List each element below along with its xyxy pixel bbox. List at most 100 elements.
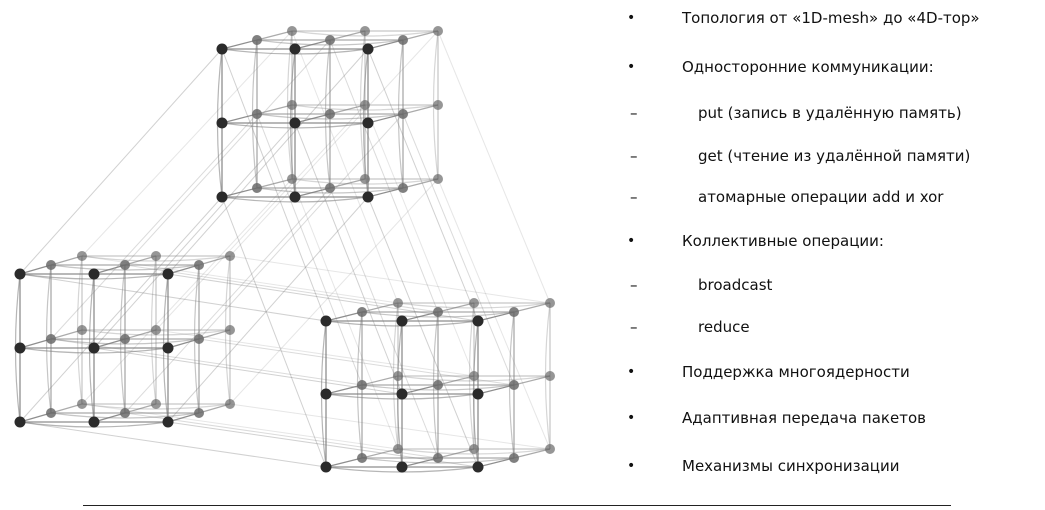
network-node (469, 298, 479, 308)
mesh-link (477, 457, 515, 468)
network-node (46, 334, 56, 344)
network-node (396, 461, 408, 473)
mesh-link (329, 104, 366, 115)
network-node (287, 100, 297, 110)
dash-marker: – (630, 188, 638, 206)
network-node (360, 100, 370, 110)
dash-marker: – (630, 147, 638, 165)
inter-block-link (93, 122, 296, 349)
inter-block-link (229, 30, 439, 257)
mesh-link (401, 457, 439, 468)
dash-marker: – (630, 318, 638, 336)
network-node (545, 371, 555, 381)
network-node (398, 183, 408, 193)
bullet-marker: • (627, 10, 636, 26)
mesh-link (361, 375, 399, 386)
network-node (225, 399, 235, 409)
mesh-link (401, 384, 439, 395)
inter-block-link (19, 421, 327, 468)
network-node (162, 416, 174, 428)
mesh-link (294, 187, 331, 198)
mesh-link (256, 30, 293, 41)
torus-topology-diagram (14, 26, 555, 473)
mesh-link (402, 30, 439, 41)
mesh-link (221, 113, 258, 124)
inter-block-link (155, 329, 475, 377)
network-node (325, 183, 335, 193)
bullet-marker: • (627, 410, 636, 426)
mesh-link (361, 302, 399, 313)
mesh-link (198, 255, 231, 266)
inter-block-link (50, 113, 258, 340)
mesh-link (367, 113, 404, 124)
network-node (545, 444, 555, 454)
network-node (14, 416, 26, 428)
network-node (77, 325, 87, 335)
bullet-marker: • (627, 59, 636, 75)
dash-marker: – (630, 104, 638, 122)
network-node (357, 453, 367, 463)
inter-block-link (329, 187, 439, 459)
network-node (88, 416, 100, 428)
network-node (216, 191, 228, 203)
network-node (225, 325, 235, 335)
network-node (77, 399, 87, 409)
network-node (362, 191, 374, 203)
network-node (320, 315, 332, 327)
mesh-link (402, 178, 439, 189)
mesh-link (124, 329, 157, 340)
network-node (472, 388, 484, 400)
network-node (320, 461, 332, 473)
network-node (289, 117, 301, 129)
network-node (289, 43, 301, 55)
mesh-link (50, 403, 83, 414)
network-node (120, 260, 130, 270)
mesh-link (50, 329, 83, 340)
bullet-marker: • (627, 458, 636, 474)
network-node (325, 35, 335, 45)
mesh-link (401, 311, 439, 322)
inter-block-link (19, 48, 223, 275)
mesh-link (367, 187, 404, 198)
list-item-text: Адаптивная передача пакетов (682, 409, 926, 427)
mesh-link (437, 375, 475, 386)
network-node (433, 380, 443, 390)
network-node (252, 35, 262, 45)
inter-block-link (167, 196, 369, 423)
inter-block-link (367, 48, 479, 322)
inter-block-link (221, 48, 327, 322)
list-item-text: Односторонние коммуникации: (682, 58, 934, 76)
network-node (509, 307, 519, 317)
inter-block-link (221, 196, 327, 468)
inter-block-link (167, 421, 479, 468)
mesh-link (513, 375, 551, 386)
network-node (216, 43, 228, 55)
network-node (472, 461, 484, 473)
mesh-link (221, 39, 258, 50)
network-node (396, 388, 408, 400)
network-node (289, 191, 301, 203)
inter-block-link (50, 338, 363, 386)
mesh-link (198, 329, 231, 340)
network-node (194, 408, 204, 418)
inter-block-link (291, 30, 399, 304)
inter-block-link (167, 273, 479, 322)
inter-block-link (124, 187, 331, 414)
mesh-link (513, 302, 551, 313)
network-node (120, 334, 130, 344)
list-item-text: put (запись в удалённую память) (698, 104, 962, 122)
inter-block-link (155, 104, 366, 331)
mesh-link (513, 448, 551, 459)
list-item-text: атомарные операции add и xor (698, 188, 944, 206)
network-node (287, 26, 297, 36)
inter-block-link (81, 403, 399, 450)
network-node (393, 444, 403, 454)
list-item-text: Механизмы синхронизации (682, 457, 900, 475)
mesh-link (256, 178, 293, 189)
network-node (287, 174, 297, 184)
network-node (433, 100, 443, 110)
inter-block-link (81, 255, 399, 304)
inter-block-link (229, 255, 551, 304)
inter-block-link (81, 178, 293, 405)
mesh-link (402, 104, 439, 115)
